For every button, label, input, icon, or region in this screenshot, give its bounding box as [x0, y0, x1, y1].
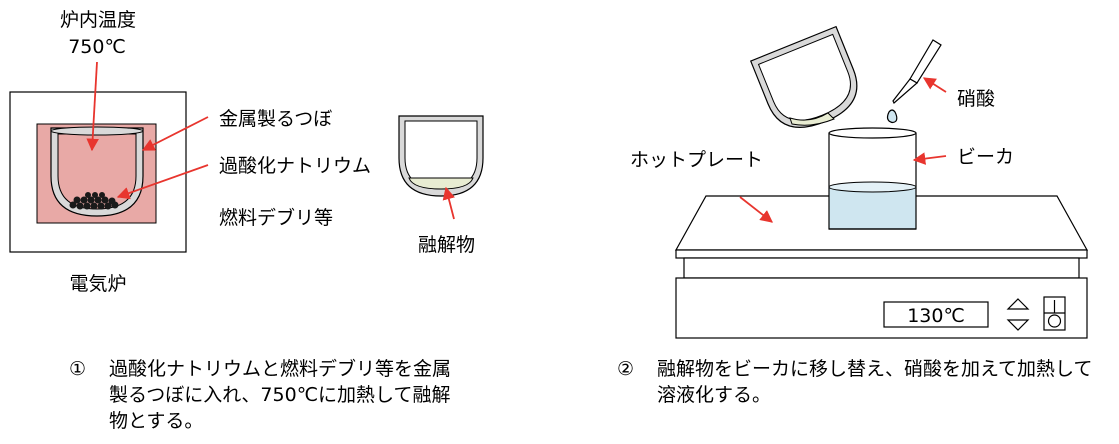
beaker-solution [829, 187, 916, 229]
electric-furnace-label: 電気炉 [69, 273, 126, 295]
step1-number: ① [69, 358, 87, 380]
pouring-crucible [749, 25, 858, 128]
beaker-rim [828, 127, 917, 139]
nitric-acid-arrow [922, 77, 947, 93]
temperature-display [883, 301, 989, 328]
hot-plate-neck [683, 257, 1080, 279]
crucible-label: 金属製るつぼ [219, 108, 332, 130]
temp-adjust-icon [1006, 298, 1030, 331]
beaker-solution-surface [828, 181, 917, 193]
crucible-rim [50, 126, 144, 136]
nitric-acid-label: 硝酸 [957, 88, 995, 110]
melt-arrow [442, 186, 455, 220]
furnace-temp-arrow [86, 61, 99, 152]
melt-label: 融解物 [418, 234, 475, 256]
power-switch-icon [1043, 296, 1066, 331]
crucible-inner-cavity [57, 133, 137, 210]
fuel-debris-pile [69, 192, 119, 210]
pouring-melt [789, 112, 835, 126]
beaker-label: ビーカ [957, 146, 1014, 168]
hot-plate-arrow [739, 196, 773, 223]
temperature-display-value: 130℃ [907, 305, 965, 327]
sodium-peroxide-arrow [116, 164, 209, 200]
sodium-peroxide-label: 過酸化ナトリウム [219, 155, 371, 177]
step2-number: ② [617, 358, 635, 380]
hot-plate-label: ホットプレート [630, 149, 763, 171]
furnace-temp-title: 炉内温度 [60, 9, 136, 31]
step2-caption: ② 融解物をビーカに移し替え、硝酸を加えて加熱して溶液化する。 [617, 356, 1109, 416]
pipette-icon [886, 39, 942, 124]
hot-plate-top-edge [675, 249, 1088, 259]
step1-text: 過酸化ナトリウムと燃料デブリ等を金属製るつぼに入れ、750℃に加熱して融解物とす… [109, 358, 452, 432]
step2-text: 融解物をビーカに移し替え、硝酸を加えて加熱して溶液化する。 [657, 358, 1093, 406]
crucible-arrow [141, 116, 209, 151]
step1-caption: ① 過酸化ナトリウムと燃料デブリ等を金属製るつぼに入れ、750℃に加熱して融解物… [69, 356, 469, 436]
melt [408, 177, 474, 190]
fuel-debris-label: 燃料デブリ等 [219, 206, 333, 229]
beaker-arrow [912, 152, 947, 165]
furnace-temp-value: 750℃ [68, 36, 126, 58]
